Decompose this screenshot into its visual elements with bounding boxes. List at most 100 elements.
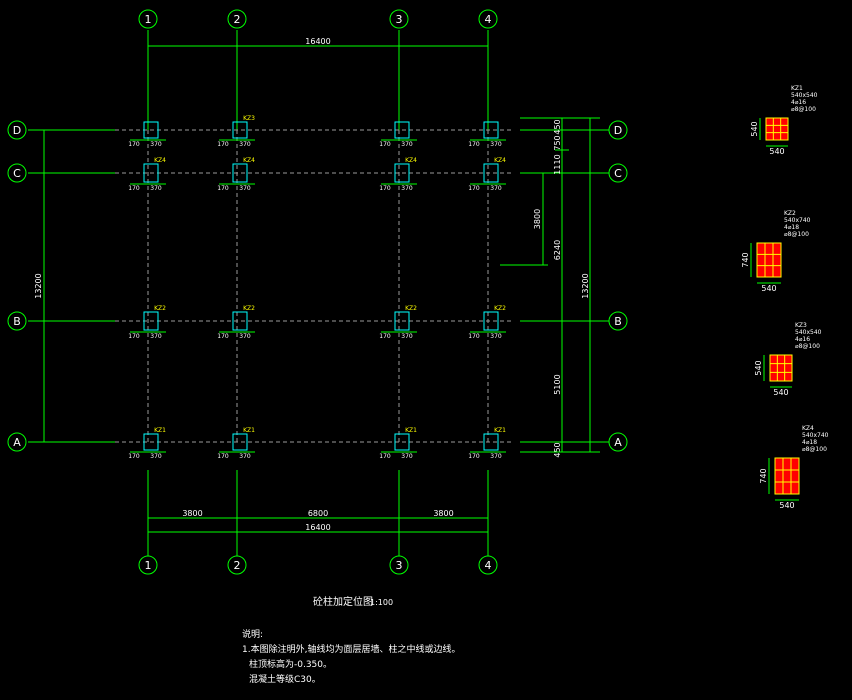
section-size-KZ2: 540x740: [784, 217, 811, 224]
note-line-3: 混凝土等级C30。: [249, 673, 321, 685]
axis-bubble-top-1-label: 1: [145, 13, 152, 26]
column-offset-a-A3: 170: [379, 453, 391, 460]
axis-bubble-right-D-label: D: [614, 124, 622, 137]
section-name-KZ1: KZ1: [791, 85, 803, 92]
column-A3: [394, 433, 410, 451]
dim-right-total: 13200: [581, 273, 590, 298]
dim-bottom-span-2: 6800: [308, 509, 328, 518]
column-tag-C3: KZ4: [405, 157, 417, 164]
section-dim-h-KZ1: 540: [750, 121, 759, 136]
section-stirrup-KZ4: ⌀8@100: [802, 446, 827, 453]
section-KZ2: [756, 242, 782, 278]
axis-bubble-left-C-label: C: [13, 167, 21, 180]
column-offset-a-C2: 170: [217, 185, 229, 192]
axis-bubble-top-4: [478, 9, 498, 29]
axis-bubble-top-2: [227, 9, 247, 29]
note-line-1: 1.本图除注明外,轴线均为面层居墙、柱之中线或边线。: [242, 643, 460, 655]
section-stirrup-KZ1: ⌀8@100: [791, 106, 816, 113]
dim-right-chain-2: 6240: [553, 240, 562, 260]
axis-bubble-bottom-4-label: 4: [485, 559, 492, 572]
column-offset-a-D1: 170: [128, 141, 140, 148]
column-offset-b-B4: 370: [490, 333, 502, 340]
grid-layer: [28, 30, 610, 556]
column-offset-b-D2: 370: [239, 141, 251, 148]
column-C1: [143, 163, 159, 183]
axis-bubble-right-C-label: C: [614, 167, 622, 180]
axis-bubble-right-A: [608, 432, 628, 452]
axis-bubble-left-D: [7, 120, 27, 140]
dim-left-total: 13200: [34, 273, 43, 298]
column-D2: [232, 121, 248, 139]
column-offset-b-B1: 370: [150, 333, 162, 340]
column-tag-A3: KZ1: [405, 427, 417, 434]
section-bars-KZ1: 4⌀16: [791, 99, 806, 106]
column-tag-B1: KZ2: [154, 305, 166, 312]
axis-bubble-top-3-label: 3: [396, 13, 403, 26]
column-offset-b-B2: 370: [239, 333, 251, 340]
axis-bubble-bottom-3: [389, 555, 409, 575]
section-dim-h-KZ4: 740: [759, 468, 768, 483]
dim-bottom-span-1: 3800: [182, 509, 202, 518]
column-offset-b-D4: 370: [490, 141, 502, 148]
column-tag-A4: KZ1: [494, 427, 506, 434]
column-offset-a-D3: 170: [379, 141, 391, 148]
section-stirrup-KZ3: ⌀8@100: [795, 343, 820, 350]
axis-bubble-bottom-3-label: 3: [396, 559, 403, 572]
column-offset-a-D4: 170: [468, 141, 480, 148]
axis-bubble-top-2-label: 2: [234, 13, 241, 26]
dim-right-inner: 3800: [533, 209, 542, 229]
drawing-title: 砼柱加定位图: [313, 595, 373, 608]
section-stirrup-KZ2: ⌀8@100: [784, 231, 809, 238]
section-bars-KZ4: 4⌀18: [802, 439, 817, 446]
column-offset-a-C4: 170: [468, 185, 480, 192]
column-tag-C2: KZ4: [243, 157, 255, 164]
section-dim-h-KZ3: 540: [754, 360, 763, 375]
axis-bubble-top-4-label: 4: [485, 13, 492, 26]
section-dim-w-KZ1: 540: [769, 147, 784, 156]
axis-bubble-left-A: [7, 432, 27, 452]
column-offset-a-B4: 170: [468, 333, 480, 340]
column-offset-a-C3: 170: [379, 185, 391, 192]
column-offset-a-A2: 170: [217, 453, 229, 460]
dim-right-chain-1: 5100: [553, 374, 562, 394]
section-bars-KZ3: 4⌀16: [795, 336, 810, 343]
dim-top-total: 16400: [305, 37, 330, 46]
column-D4: [483, 121, 499, 139]
section-size-KZ4: 540x740: [802, 432, 829, 439]
column-offset-b-D1: 370: [150, 141, 162, 148]
column-offset-b-C1: 370: [150, 185, 162, 192]
axis-bubble-top-3: [389, 9, 409, 29]
note-line-2: 柱顶标高为-0.350。: [249, 658, 332, 670]
section-KZ3: [769, 354, 793, 382]
axis-bubble-bottom-1: [138, 555, 158, 575]
column-offset-b-A3: 370: [401, 453, 413, 460]
axis-bubble-bottom-2-label: 2: [234, 559, 241, 572]
column-tag-D2: KZ3: [243, 115, 255, 122]
column-tag-C4: KZ4: [494, 157, 506, 164]
column-B4: [483, 311, 499, 331]
column-offset-b-A4: 370: [490, 453, 502, 460]
column-C2: [232, 163, 248, 183]
axis-bubble-right-B-label: B: [614, 315, 622, 328]
column-offset-a-A1: 170: [128, 453, 140, 460]
axis-bubble-bottom-4: [478, 555, 498, 575]
axis-bubble-left-B-label: B: [13, 315, 21, 328]
dim-bottom-span-3: 3800: [433, 509, 453, 518]
column-offset-a-B2: 170: [217, 333, 229, 340]
axis-bubble-top-1: [138, 9, 158, 29]
section-dim-w-KZ4: 540: [779, 501, 794, 510]
column-tag-B4: KZ2: [494, 305, 506, 312]
section-details: KZ1540x5404⌀16⌀8@100540540KZ2540x7404⌀18…: [741, 85, 829, 510]
section-dim-w-KZ3: 540: [773, 388, 788, 397]
section-dim-h-KZ2: 740: [741, 252, 750, 267]
column-offset-b-C3: 370: [401, 185, 413, 192]
column-offset-a-A4: 170: [468, 453, 480, 460]
dim-right-chain-3: 1110: [553, 154, 562, 174]
section-dim-w-KZ2: 540: [761, 284, 776, 293]
axis-bubble-left-A-label: A: [13, 436, 21, 449]
section-size-KZ3: 540x540: [795, 329, 822, 336]
